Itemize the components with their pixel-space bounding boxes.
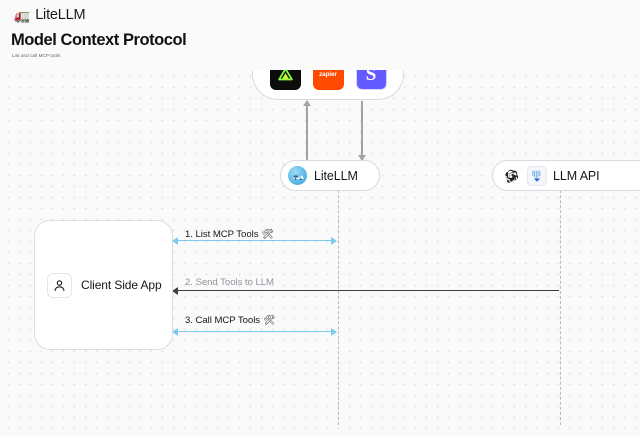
arrow-head-right-icon [331,236,337,245]
truck-icon: 🚛 [14,7,31,23]
user-icon [47,272,72,298]
node-llm-api[interactable]: LLM API [492,160,640,191]
litellm-logo-icon [288,166,307,185]
arrow-step-1-caption: 1. List MCP Tools 🛠 [185,229,274,240]
arrow-head-left-icon [172,286,178,295]
node-litellm-label: LiteLLM [314,168,358,183]
lifeline-llm-api [560,175,561,425]
page-subtitle: List and call MCP tools [12,53,61,58]
page-header: 🚛 LiteLLM Model Context Protocol List an… [0,0,640,70]
openai-icon [501,165,521,186]
lifeline-litellm [338,175,339,425]
arrow-step-3-text: 3. Call MCP Tools [185,315,261,326]
arrow-head-left-icon [172,236,178,245]
stripe-tool-label: S [365,63,377,85]
brand[interactable]: 🚛 LiteLLM [14,7,86,23]
client-side-app-box[interactable]: Client Side App [34,220,173,350]
zapier-tool-label: zapier [319,70,337,78]
tools-icon: 🛠 [261,229,274,240]
arrow-head-right-icon [331,327,337,336]
brand-name: LiteLLM [35,7,86,23]
arrow-step-2-text: 2. Send Tools to LLM [185,277,274,288]
page-title: Model Context Protocol [11,31,187,49]
arrow-head-left-icon [172,327,178,336]
arrow-step-1-text: 1. List MCP Tools [185,229,259,240]
arrow-step-3-caption: 3. Call MCP Tools 🛠 [185,315,275,326]
bedrock-icon [527,165,547,186]
node-llm-api-label: LLM API [553,168,600,183]
client-side-app-label: Client Side App [81,278,162,292]
tools-icon: 🛠 [263,315,276,326]
arrow-step-2-caption: 2. Send Tools to LLM [185,277,274,288]
arrow-head-down-icon [358,155,366,161]
node-litellm[interactable]: LiteLLM [280,160,380,191]
arrow-head-up-icon [303,100,311,106]
